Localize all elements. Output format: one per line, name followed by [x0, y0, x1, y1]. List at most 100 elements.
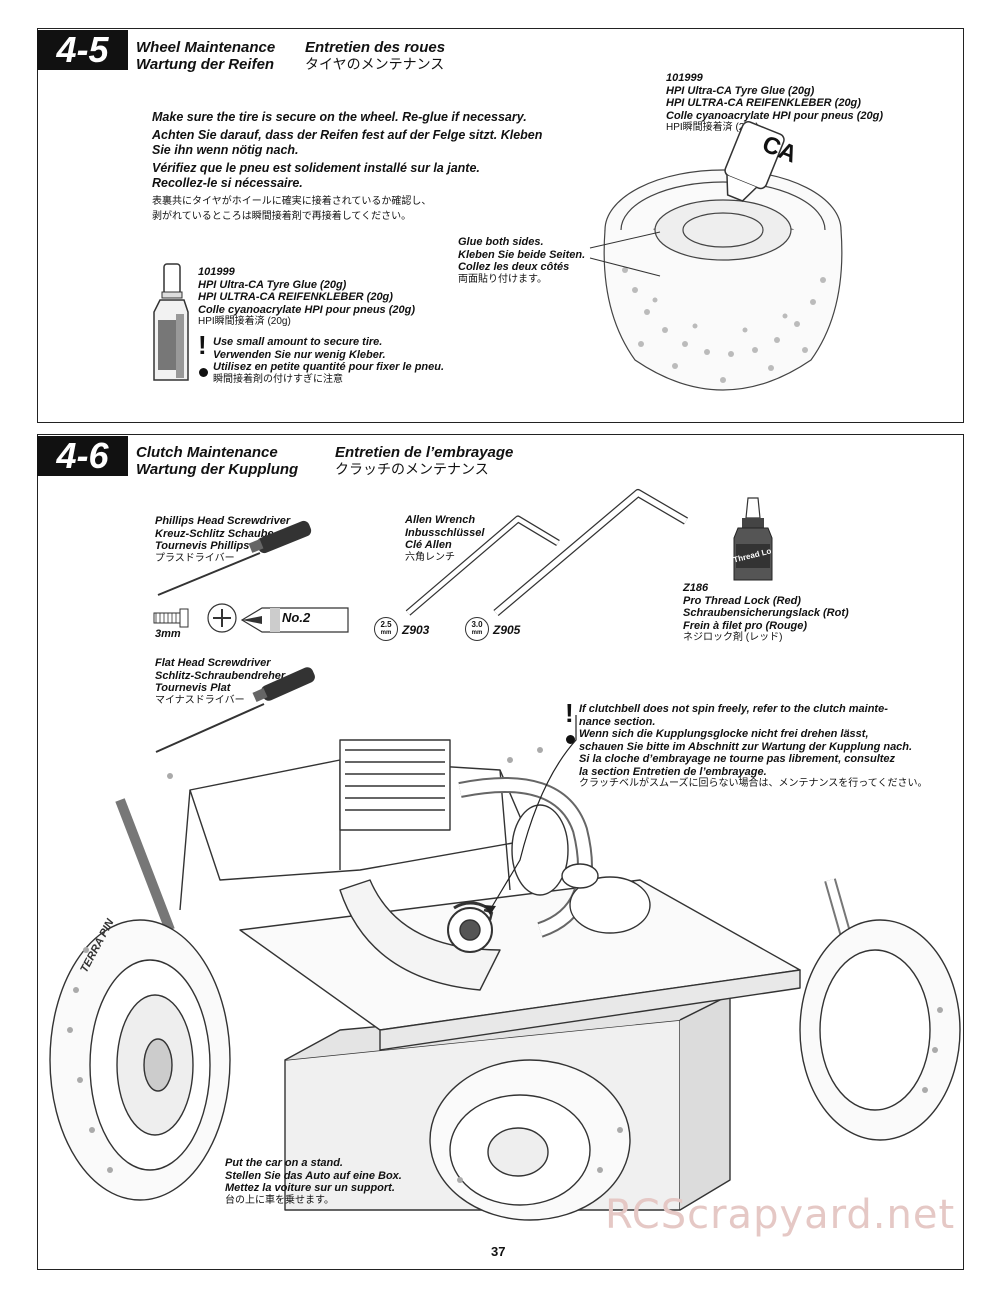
glue-left-jp: HPI瞬間接着済 (20g): [198, 316, 291, 327]
glue-sides-fr: Collez les deux côtés: [458, 261, 570, 273]
clutch-note-de-2: schauen Sie bitte im Abschnitt zur Wartu…: [579, 740, 913, 753]
thread-lock-en: Pro Thread Lock (Red): [683, 594, 801, 607]
tire-glue-illustration: [603, 121, 843, 391]
thread-lock-bottle-icon: [733, 497, 773, 581]
phillips-jp: プラスドライバー: [155, 552, 235, 564]
section-4-5-title-fr-jp: Entretien des roues タイヤのメンテナンス: [305, 39, 445, 73]
allen-size-2-5-icon: 2.5 mm: [374, 617, 398, 641]
title-fr: Entretien des roues: [305, 39, 446, 56]
phillips-en: Phillips Head Screwdriver: [155, 515, 291, 527]
warning-dot: [199, 368, 208, 377]
clutch-warning-icon: !: [565, 698, 574, 728]
phillips-fr: Tournevis Phillips: [155, 540, 250, 552]
allen-label: Allen Wrench Inbusschlüssel Clé Allen 六角…: [405, 514, 484, 564]
glue-left-en: HPI Ultra-CA Tyre Glue (20g): [198, 278, 347, 291]
watermark: RCScrapyard.net: [605, 1192, 956, 1238]
glue-sides-de: Kleben Sie beide Seiten.: [458, 248, 586, 261]
instr-fr-2: Recollez-le si nécessaire.: [152, 176, 303, 190]
allen-a-size: 2.5: [380, 620, 392, 629]
step-badge-4-6: 4-6: [37, 436, 128, 476]
clutch-note-en-1: If clutchbell does not spin freely, refe…: [579, 703, 888, 715]
warn-en: Use small amount to secure tire.: [213, 336, 383, 348]
phillips-screwdriver-icon: [157, 520, 312, 596]
title-jp: クラッチのメンテナンス: [335, 461, 489, 477]
title-de: Wartung der Reifen: [136, 56, 275, 73]
screw-3mm-icon: [153, 603, 237, 633]
warning-icon: !: [198, 330, 207, 360]
flathead-fr: Tournevis Plat: [155, 682, 231, 694]
warn-fr: Utilisez en petite quantité pour fixer l…: [213, 361, 445, 373]
glue-sides-en: Glue both sides.: [458, 236, 544, 248]
glue-right-code: 101999: [666, 72, 703, 84]
thread-lock-jp: ネジロック剤 (レッド): [683, 632, 783, 643]
clutch-note-de-1: Wenn sich die Kupplungsglocke nicht frei…: [579, 728, 869, 740]
allen-b-code: Z905: [493, 623, 521, 637]
title-jp: タイヤのメンテナンス: [305, 56, 445, 72]
section-4-5-title-en-de: Wheel Maintenance Wartung der Reifen: [136, 39, 275, 73]
clutch-note-fr-1: Si la cloche d’embrayage ne tourne pas l…: [579, 753, 896, 765]
warn-jp: 瞬間接着剤の付けすぎに注意: [213, 373, 343, 385]
flathead-label: Flat Head Screwdriver Schlitz-Schraubend…: [155, 657, 285, 707]
thread-lock-fr: Frein à filet pro (Rouge): [683, 619, 808, 632]
phillips-tip-icon: [240, 607, 349, 633]
stand-en: Put the car on a stand.: [225, 1157, 343, 1169]
clutch-warning-dot: [566, 735, 575, 744]
instr-jp-2: 剥がれているところは瞬間接着剤で再接着してください。: [152, 211, 412, 222]
phillips-label: Phillips Head Screwdriver Kreuz-Schlitz …: [155, 515, 290, 565]
section-4-6-frame: [37, 434, 964, 1270]
glue-right-jp: HPI瞬間接着済 (20g): [666, 122, 759, 133]
glue-sides-leader-lines: [589, 231, 661, 277]
flathead-screwdriver-icon: [155, 667, 315, 753]
title-en: Clutch Maintenance: [136, 444, 278, 461]
allen-jp: 六角レンチ: [405, 551, 455, 563]
instr-de-1: Achten Sie darauf, dass der Reifen fest …: [152, 128, 543, 142]
clutch-note-fr-2: la section Entretien de l’embrayage.: [579, 765, 767, 778]
instr-fr-1: Vérifiez que le pneu est solidement inst…: [152, 161, 480, 175]
stand-de: Stellen Sie das Auto auf eine Box.: [225, 1169, 402, 1182]
glue-left-label: 101999 HPI Ultra-CA Tyre Glue (20g) HPI …: [198, 266, 415, 329]
clutch-note-en-2: nance section.: [579, 715, 656, 728]
section-4-5-frame: [37, 28, 964, 423]
glue-right-label: 101999 HPI Ultra-CA Tyre Glue (20g) HPI …: [666, 72, 883, 135]
screw-size-label: 3mm: [155, 628, 181, 640]
instr-en: Make sure the tire is secure on the whee…: [152, 110, 527, 124]
stand-fr: Mettez la voiture sur un support.: [225, 1182, 395, 1194]
thread-lock-label: Z186 Pro Thread Lock (Red) Schraubensich…: [683, 582, 849, 645]
glue-left-fr: Colle cyanoacrylate HPI pour pneus (20g): [198, 303, 416, 316]
allen-en: Allen Wrench: [405, 514, 476, 526]
thread-lock-code: Z186: [683, 582, 709, 594]
ca-glue-bottle-icon: [153, 263, 189, 381]
flathead-jp: マイナスドライバー: [155, 694, 245, 706]
glue-right-fr: Colle cyanoacrylate HPI pour pneus (20g): [666, 109, 884, 122]
glue-right-de: HPI ULTRA-CA REIFENKLEBER (20g): [666, 97, 861, 109]
clutch-note: If clutchbell does not spin freely, refe…: [579, 703, 928, 791]
allen-a-code: Z903: [402, 623, 430, 637]
page-number: 37: [491, 1244, 506, 1259]
instr-jp-1: 表裏共にタイヤがホイールに確実に接着されているか確認し、: [152, 196, 432, 207]
section-4-6-title-fr-jp: Entretien de l’embrayage クラッチのメンテナンス: [335, 444, 513, 478]
warn-de: Verwenden Sie nur wenig Kleber.: [213, 348, 386, 361]
allen-size-3-0-icon: 3.0 mm: [465, 617, 489, 641]
allen-b-size: 3.0: [471, 620, 483, 629]
glue-warning: Use small amount to secure tire. Verwend…: [213, 336, 444, 386]
phillips-de: Kreuz-Schlitz Schaube: [155, 527, 274, 540]
allen-wrench-icon: [405, 489, 689, 617]
title-en: Wheel Maintenance: [136, 39, 276, 56]
flathead-de: Schlitz-Schraubendreher: [155, 669, 286, 682]
allen-a-unit: mm: [380, 630, 392, 636]
allen-de: Inbusschlüssel: [405, 526, 485, 539]
driver-number: No.2: [282, 610, 311, 625]
glue-left-code: 101999: [198, 266, 235, 278]
flathead-en: Flat Head Screwdriver: [155, 657, 271, 669]
title-fr: Entretien de l’embrayage: [335, 444, 514, 461]
instr-de-2: Sie ihn wenn nötig nach.: [152, 143, 299, 157]
clutch-note-jp: クラッチベルがスムーズに回らない場合は、メンテナンスを行ってください。: [579, 778, 928, 789]
glue-sides-jp: 両面貼り付けます。: [458, 273, 547, 285]
allen-b-unit: mm: [471, 630, 483, 636]
wheel-instructions: Make sure the tire is secure on the whee…: [152, 110, 542, 224]
glue-sides-label: Glue both sides. Kleben Sie beide Seiten…: [458, 236, 585, 286]
step-badge-4-5: 4-5: [37, 30, 128, 70]
section-4-6-title-en-de: Clutch Maintenance Wartung der Kupplung: [136, 444, 298, 478]
allen-fr: Clé Allen: [405, 539, 452, 551]
